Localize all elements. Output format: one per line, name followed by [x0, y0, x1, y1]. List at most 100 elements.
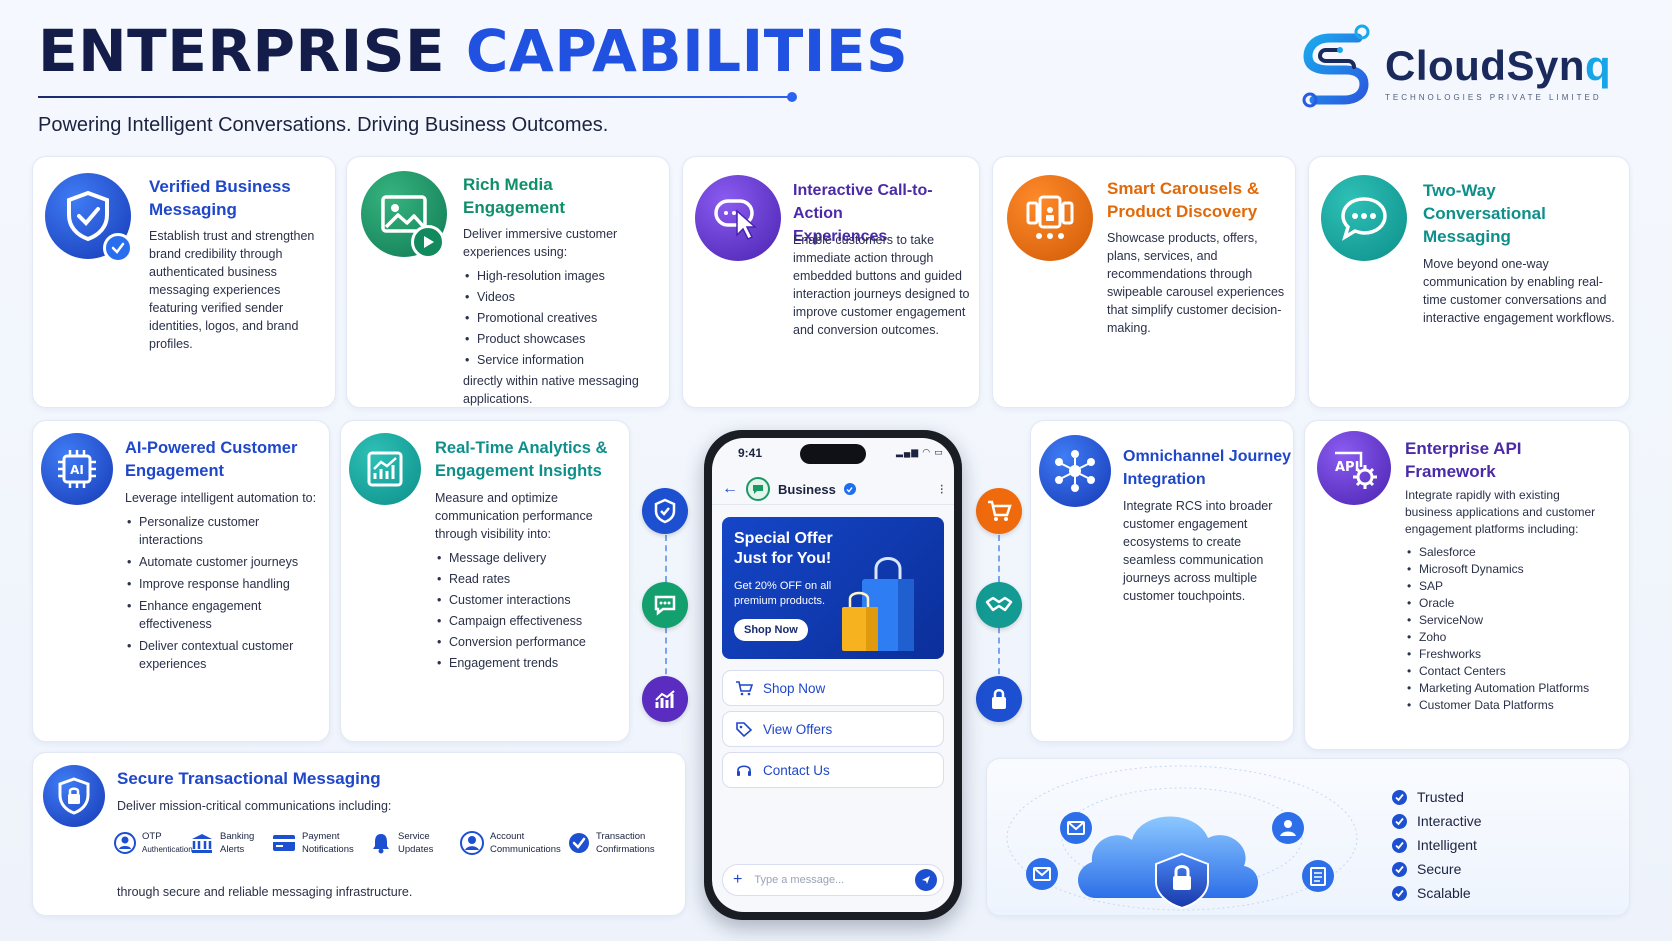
title-line-2: Experiences [793, 228, 888, 245]
title-line-2: Conversational [1423, 204, 1546, 223]
list-item: SAP [1405, 578, 1605, 595]
benefit-label: Trusted [1417, 789, 1464, 805]
offer-text-line-1: Get 20% OFF on all [734, 580, 832, 592]
plus-icon[interactable]: + [733, 871, 743, 888]
card-interactive-cta: Interactive Call-to-Action Experiences E… [682, 156, 980, 408]
list-item: Automate customer journeys [125, 553, 325, 571]
chat-header-divider [712, 504, 954, 505]
button-label: View Offers [763, 721, 833, 737]
benefit-interactive: Interactive [1392, 813, 1482, 829]
benefit-secure: Secure [1392, 861, 1461, 877]
more-menu-icon[interactable]: ⁝ [939, 480, 944, 497]
list-item: Improve response handling [125, 575, 325, 593]
list-item: Conversion performance [435, 633, 623, 651]
title-line-2: Framework [1405, 462, 1496, 481]
list-item: Service information [463, 351, 663, 369]
svg-text:API: API [1335, 460, 1359, 475]
list-item: Freshworks [1405, 646, 1605, 663]
chat-bubble-icon [1321, 175, 1407, 261]
title-line-3: Messaging [1423, 227, 1511, 246]
card-description: Integrate rapidly with existing business… [1405, 487, 1605, 714]
card-description: Deliver immersive customer experiences u… [463, 225, 663, 408]
offer-shop-now-button[interactable]: Shop Now [734, 619, 808, 641]
item-label-2: Authentication [142, 845, 193, 854]
logo-name-part-1: CloudSyn [1385, 42, 1585, 89]
benefit-intelligent: Intelligent [1392, 837, 1477, 853]
play-icon [411, 225, 445, 259]
view-offers-button[interactable]: View Offers [722, 711, 944, 747]
title-line-1: Interactive Call-to-Action [793, 182, 933, 222]
card-title: Rich Media Engagement [463, 173, 663, 219]
tag-icon [736, 722, 753, 737]
contact-us-button[interactable]: Contact Us [722, 752, 944, 788]
title-line-1: Verified Business [149, 177, 291, 196]
message-input[interactable]: Type a message... [754, 874, 845, 886]
card-title: Enterprise API Framework [1405, 437, 1625, 483]
offer-rich-card[interactable]: Special Offer Just for You! Get 20% OFF … [722, 517, 944, 659]
carousel-icon [1007, 175, 1093, 261]
list-item: Engagement trends [435, 654, 623, 672]
title-line-1: Two-Way [1423, 181, 1496, 200]
list-item: Deliver contextual customer experiences [125, 637, 325, 673]
item-label-1: Payment [302, 831, 340, 842]
shop-now-button[interactable]: Shop Now [722, 670, 944, 706]
check-icon [1392, 813, 1407, 829]
title-line-1: Rich Media [463, 175, 553, 194]
offer-title-line-2: Just for You! [734, 550, 832, 567]
title-line-1: Enterprise API [1405, 439, 1522, 458]
list-item: Marketing Automation Platforms [1405, 680, 1605, 697]
title-line-2: Engagement Insights [435, 462, 602, 480]
back-arrow-icon[interactable]: ← [722, 480, 738, 497]
title-line-2: Messaging [149, 200, 237, 219]
check-icon [1392, 837, 1407, 853]
api-gear-icon: API [1317, 431, 1391, 505]
logo-subtitle: TECHNOLOGIES PRIVATE LIMITED [1385, 93, 1602, 102]
list-item: Campaign effectiveness [435, 612, 623, 630]
check-circle-icon [569, 833, 589, 853]
card-description: Leverage intelligent automation to: Pers… [125, 489, 325, 677]
side-shield-icon [642, 488, 688, 534]
card-intro: Measure and optimize communication perfo… [435, 491, 593, 541]
title-line-1: AI-Powered Customer [125, 439, 298, 457]
analytics-chart-icon [349, 433, 421, 505]
offer-text: Get 20% OFF on all premium products. [734, 579, 831, 609]
card-description: Integrate RCS into broader customer enga… [1123, 499, 1273, 603]
side-analytics-icon [642, 676, 688, 722]
shopping-bags-icon [842, 557, 914, 651]
list-item: Customer interactions [435, 591, 623, 609]
card-omnichannel: Omnichannel Journey Integration Integrat… [1030, 420, 1294, 742]
side-cart-icon [976, 488, 1022, 534]
list-item: Oracle [1405, 595, 1605, 612]
card-realtime-analytics: Real-Time Analytics & Engagement Insight… [340, 420, 630, 742]
card-title: Verified Business Messaging [149, 175, 329, 221]
user-key-icon [114, 832, 136, 854]
title-line-1: Real-Time Analytics & [435, 439, 608, 457]
title-line-2: Product Discovery [1107, 202, 1258, 221]
benefit-label: Intelligent [1417, 837, 1477, 853]
item-label-1: Banking [220, 831, 255, 842]
bell-icon [373, 834, 389, 854]
card-rich-media: Rich Media Engagement Deliver immersive … [346, 156, 670, 408]
side-lock-icon [976, 676, 1022, 722]
list-item: Enhance engagement effectiveness [125, 597, 325, 633]
benefit-label: Scalable [1417, 885, 1471, 901]
offer-text-line-2: premium products. [734, 595, 826, 607]
list-item: Message delivery [435, 549, 623, 567]
svg-text:AI: AI [70, 463, 84, 477]
card-list: Message delivery Read rates Customer int… [435, 549, 623, 672]
bank-icon [192, 834, 212, 853]
send-icon[interactable] [915, 869, 937, 891]
side-handshake-icon [976, 582, 1022, 628]
offer-title: Special Offer Just for You! [734, 529, 833, 569]
card-intro: Integrate rapidly with existing business… [1405, 488, 1596, 536]
card-intro: Deliver immersive customer experiences u… [463, 227, 618, 259]
card-title: Smart Carousels & Product Discovery [1107, 177, 1293, 223]
title-underline-dot [787, 92, 797, 102]
phone-time: 9:41 [738, 446, 763, 460]
